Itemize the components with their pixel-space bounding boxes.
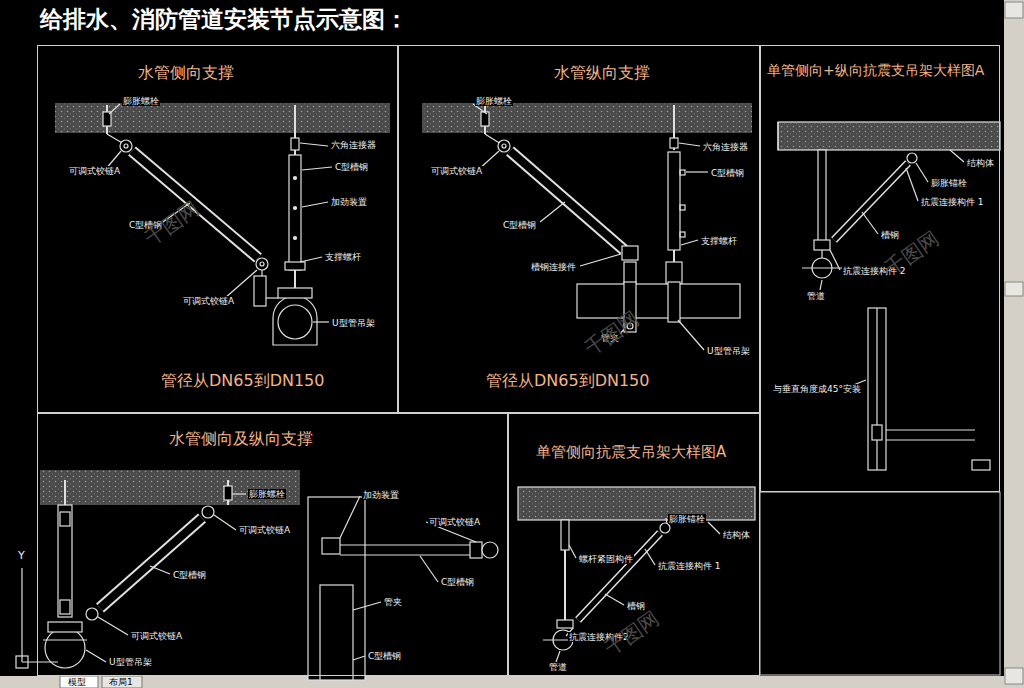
callout-label: 膨胀螺栓	[248, 489, 286, 499]
callout-label: 膨胀螺栓	[122, 96, 160, 106]
callout-label: 可调式铰链A	[130, 631, 183, 641]
watermark: 千图网	[600, 606, 665, 663]
callout-label: 可调式铰链A	[430, 166, 483, 176]
callout-label: 膨胀螺栓	[475, 96, 513, 106]
callout-label: C型槽钢	[710, 168, 745, 178]
callout-label: C型槽钢	[502, 220, 537, 230]
panel-title: 水管侧向支撑	[138, 64, 234, 82]
callout-label: 膨胀锚栓	[668, 514, 706, 524]
callout-label: C型槽钢	[172, 570, 207, 580]
layout-tab: 布局1	[109, 677, 133, 687]
drawing-panel: 水管纵向支撑管径从DN65到DN150	[398, 45, 760, 413]
callout-label: 加劲装置	[330, 197, 368, 207]
callout-label: 槽钢连接件	[530, 262, 577, 272]
callout-label: 可调式铰链A	[238, 525, 291, 535]
callout-label: 支撑螺杆	[700, 236, 738, 246]
callout-label: 六角连接器	[702, 142, 749, 152]
callout-label: U型管吊架	[331, 318, 376, 328]
callout-label: 加劲装置	[362, 490, 400, 500]
callout-label: C型槽钢	[440, 577, 475, 587]
sheet-title: 给排水、消防管道安装节点示意图：	[40, 6, 408, 34]
callout-label: C型槽钢	[367, 651, 402, 661]
axis-label: Y	[17, 550, 26, 563]
callout-label: 槽钢	[880, 230, 900, 240]
callout-label: 抗震连接构件 1	[657, 561, 722, 571]
callout-label: 与垂直角度成45°安装	[772, 384, 862, 394]
callout-label: 支撑螺杆	[324, 252, 362, 262]
pipe-size-note: 管径从DN65到DN150	[161, 372, 324, 390]
callout-label: 可调式铰链A	[182, 296, 235, 306]
drawing-panel: 水管侧向及纵向支撑	[37, 413, 508, 676]
panel-title: 水管侧向及纵向支撑	[169, 430, 313, 448]
callout-label: 膨胀锚栓	[930, 178, 968, 188]
callout-label: C型槽钢	[334, 162, 369, 172]
callout-label: 结构体	[966, 158, 995, 168]
callout-label: 螺杆紧固构件	[578, 554, 634, 564]
pipe-size-note: 管径从DN65到DN150	[486, 372, 649, 390]
callout-label: 管道	[806, 291, 826, 301]
callout-label: 可调式铰链A	[428, 517, 481, 527]
callout-label: 结构体	[722, 530, 751, 540]
panel-title: 水管纵向支撑	[554, 64, 650, 82]
callout-label: 管道	[548, 662, 568, 672]
layout-tab: 模型	[68, 677, 86, 687]
panel-title: 单管侧向抗震支吊架大样图A	[536, 444, 726, 461]
callout-label: 抗震连接构件 1	[920, 197, 985, 207]
panel-title: 单管侧向+纵向抗震支吊架大样图A	[767, 62, 984, 78]
drawing-panel: 水管侧向支撑管径从DN65到DN150	[37, 45, 398, 413]
callout-label: U型管吊架	[108, 657, 153, 667]
callout-label: U型管吊架	[706, 346, 751, 356]
callout-label: 可调式铰链A	[68, 166, 121, 176]
callout-label: 六角连接器	[330, 140, 377, 150]
callout-label: 管夹	[383, 597, 403, 607]
watermark: 千图网	[140, 196, 205, 253]
